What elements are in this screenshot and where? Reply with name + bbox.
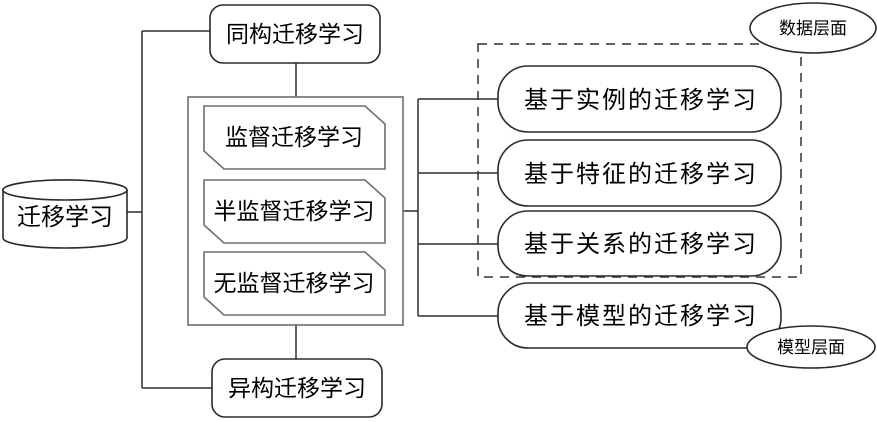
- card-shape: [203, 105, 386, 170]
- node-relation-based: 基于关系的迁移学习: [497, 210, 782, 277]
- node-label-semi-supervised: 半监督迁移学习: [214, 199, 375, 225]
- node-label-relation-based: 基于关系的迁移学习: [524, 230, 758, 258]
- pill-shape: [497, 139, 782, 207]
- node-label-supervised: 监督迁移学习: [225, 125, 363, 151]
- node-label-heterogeneous: 异构迁移学习: [228, 376, 366, 402]
- ellipse-shape: [746, 325, 876, 369]
- node-feature-based: 基于特征的迁移学习: [497, 139, 782, 207]
- node-label-model-based: 基于模型的迁移学习: [524, 302, 758, 330]
- rounded-rect-shape: [211, 358, 383, 418]
- node-transfer-learning: 迁移学习: [2, 179, 128, 249]
- connector-lines: [127, 30, 498, 389]
- annotation-model-level: 模型层面: [746, 325, 876, 369]
- node-label-feature-based: 基于特征的迁移学习: [524, 160, 758, 188]
- pill-shape: [497, 282, 782, 349]
- node-label-instance-based: 基于实例的迁移学习: [524, 86, 758, 114]
- annotation-data-level: 数据层面: [749, 2, 877, 54]
- node-homogeneous: 同构迁移学习: [209, 4, 381, 64]
- data-level-dashed-group-box: [477, 43, 802, 278]
- annotation-label-model-level: 模型层面: [777, 338, 845, 358]
- cylinder-top-ellipse: [2, 179, 128, 201]
- node-semi-supervised: 半监督迁移学习: [203, 179, 386, 244]
- node-heterogeneous: 异构迁移学习: [211, 358, 383, 418]
- annotation-label-data-level: 数据层面: [779, 19, 847, 39]
- node-label-homogeneous: 同构迁移学习: [226, 22, 364, 48]
- ellipse-shape: [749, 2, 877, 54]
- node-label-root: 迁移学习: [17, 203, 113, 231]
- pill-shape: [497, 210, 782, 277]
- node-model-based: 基于模型的迁移学习: [497, 282, 782, 349]
- pill-shape: [497, 65, 782, 133]
- rounded-rect-shape: [209, 4, 381, 64]
- node-instance-based: 基于实例的迁移学习: [497, 65, 782, 133]
- card-shape: [203, 251, 386, 316]
- node-unsupervised: 无监督迁移学习: [203, 251, 386, 316]
- card-shape: [203, 179, 386, 244]
- node-label-unsupervised: 无监督迁移学习: [214, 271, 375, 297]
- node-supervised: 监督迁移学习: [203, 105, 386, 170]
